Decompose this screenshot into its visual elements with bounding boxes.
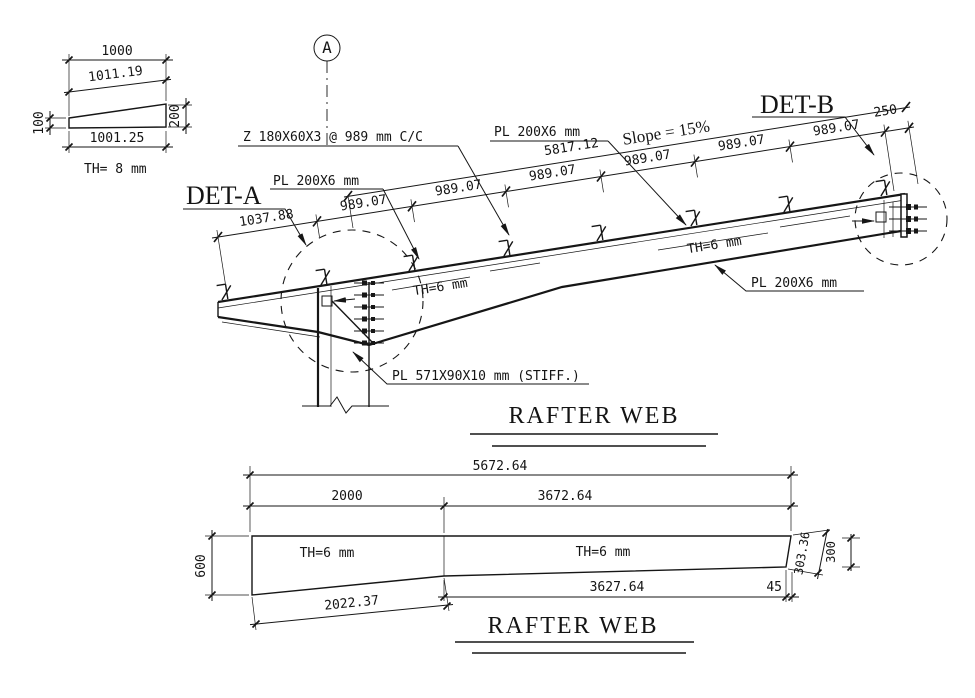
det-a-connection bbox=[280, 229, 424, 414]
weld-symbol-square-b bbox=[875, 211, 887, 223]
detail-thickness-label: TH= 8 mm bbox=[84, 162, 147, 177]
plan-th-right-label: TH=6 mm bbox=[576, 545, 631, 560]
column-break-line bbox=[302, 396, 389, 414]
plan-th-left-label: TH=6 mm bbox=[300, 546, 355, 561]
plan-dim-3627: 3627.64 bbox=[590, 580, 645, 595]
det-b-connection bbox=[852, 172, 948, 266]
ridge-end-plate bbox=[900, 193, 908, 238]
bottom-flange-label: PL 200X6 mm bbox=[751, 276, 837, 291]
rafter-bottom-flange bbox=[317, 229, 902, 347]
plan-dim-2022: 2022.37 bbox=[324, 593, 380, 613]
stiffener-label: PL 571X90X10 mm (STIFF.) bbox=[392, 369, 580, 384]
purlin-label: Z 180X60X3 @ 989 mm C/C bbox=[243, 130, 423, 145]
detail-dim-1001: 1001.25 bbox=[90, 131, 145, 146]
grid-bubble-label: A bbox=[322, 38, 332, 57]
dim-end-250: 250 bbox=[873, 102, 899, 120]
detail-dim-200: 200 bbox=[168, 104, 183, 127]
elevation-title: RAFTER WEB bbox=[470, 403, 718, 447]
plan-dim-overall: 5672.64 bbox=[473, 459, 528, 474]
elevation-labels: Z 180X60X3 @ 989 mm C/C PL 200X6 mm PL 2… bbox=[183, 90, 875, 385]
det-b-bolts bbox=[889, 204, 927, 234]
plan-dim-300: 300 bbox=[824, 541, 838, 563]
det-b-circle bbox=[854, 172, 948, 266]
elevation-title-text: RAFTER WEB bbox=[509, 403, 680, 429]
plate-detail-view: 1000 1011.19 100 200 1001.25 TH= 8 mm bbox=[32, 44, 192, 177]
dim-segment-2: 989.07 bbox=[434, 177, 483, 199]
web-th-right-label: TH=6 mm bbox=[686, 234, 743, 257]
dim-segment-6: 989.07 bbox=[812, 117, 861, 139]
dim-segment-5: 989.07 bbox=[717, 132, 766, 154]
web-plate-plan: 5672.64 2000 3672.64 600 2022.37 3627.64… bbox=[194, 459, 860, 654]
plan-dim-45: 45 bbox=[766, 580, 782, 595]
plan-dim-303: 303.36 bbox=[791, 531, 812, 576]
rafter-elevation: 1037.88 989.07 989.07 989.07 989.07 989.… bbox=[183, 90, 948, 447]
det-a-bolts bbox=[354, 280, 384, 346]
web-centerline-dashes bbox=[391, 215, 851, 291]
grid-bubble-a: A bbox=[313, 34, 341, 145]
plan-dim-600: 600 bbox=[194, 554, 209, 577]
web-plate-outline bbox=[251, 535, 792, 596]
cantilever-bottom-flange bbox=[217, 315, 319, 334]
slope-dim-chain: 1037.88 989.07 989.07 989.07 989.07 989.… bbox=[211, 102, 919, 295]
det-a-circle bbox=[280, 229, 424, 373]
weld-symbol-square-a bbox=[321, 295, 333, 307]
web-th-left-label: TH=6 mm bbox=[412, 276, 469, 299]
slope-label: Slope = 15% bbox=[621, 116, 711, 149]
detail-dim-100: 100 bbox=[32, 111, 47, 134]
dim-segment-4: 989.07 bbox=[623, 147, 672, 169]
detail-dim-1000: 1000 bbox=[101, 44, 132, 59]
rafter-top-flange bbox=[217, 192, 906, 304]
top-flange-label: PL 200X6 mm bbox=[494, 125, 580, 140]
dim-segment-1: 989.07 bbox=[339, 192, 388, 214]
detail-plate-outline bbox=[68, 103, 167, 129]
plan-title-text: RAFTER WEB bbox=[488, 613, 659, 639]
haunch-flange-label: PL 200X6 mm bbox=[273, 174, 359, 189]
detail-dim-1011: 1011.19 bbox=[87, 64, 143, 86]
plan-dim-3672: 3672.64 bbox=[538, 489, 593, 504]
plan-dim-2000: 2000 bbox=[331, 489, 362, 504]
det-b-label: DET-B bbox=[760, 90, 834, 119]
det-a-label: DET-A bbox=[186, 181, 262, 210]
dim-segment-3: 989.07 bbox=[528, 162, 577, 184]
haunch-stiffener bbox=[331, 300, 375, 345]
plan-title: RAFTER WEB bbox=[455, 613, 694, 654]
